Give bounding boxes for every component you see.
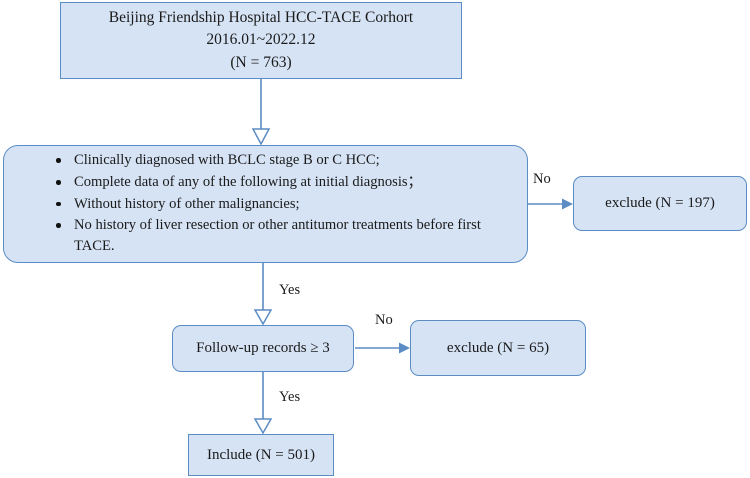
exclude-197-box: exclude (N = 197) [573, 176, 747, 231]
arrowhead-hollow-down-3 [253, 418, 273, 435]
edge-label-yes-criteria: Yes [279, 282, 301, 298]
arrowhead-solid-right-1 [562, 198, 573, 210]
include-box: Include (N = 501) [188, 434, 334, 476]
exclude-65-box: exclude (N = 65) [410, 320, 586, 376]
followup-records-label: Follow-up records ≥ 3 [196, 340, 330, 356]
edge-label-no-criteria: No [533, 171, 551, 187]
arrowhead-hollow-down-1 [251, 128, 271, 146]
criteria-item: Complete data of any of the following at… [54, 172, 513, 193]
cohort-line-3: (N = 763) [230, 53, 292, 71]
cohort-box: Beijing Friendship Hospital HCC-TACE Cor… [60, 2, 462, 79]
cohort-line-2: 2016.01~2022.12 [206, 31, 316, 49]
inclusion-criteria-box: Clinically diagnosed with BCLC stage B o… [3, 145, 528, 263]
exclude-65-label: exclude (N = 65) [446, 339, 550, 356]
edge-label-yes-followup: Yes [279, 389, 301, 405]
exclude-197-label: exclude (N = 197) [605, 195, 715, 211]
include-label: Include (N = 501) [206, 446, 315, 463]
criteria-item: Without history of other malignancies; [54, 194, 513, 215]
cohort-line-1: Beijing Friendship Hospital HCC-TACE Cor… [108, 8, 414, 26]
criteria-list: Clinically diagnosed with BCLC stage B o… [34, 150, 513, 258]
followup-records-box: Follow-up records ≥ 3 [172, 325, 354, 372]
edge-label-no-followup: No [375, 312, 393, 328]
arrowhead-solid-right-2 [399, 342, 410, 354]
criteria-item: No history of liver resection or other a… [54, 215, 513, 256]
criteria-item: Clinically diagnosed with BCLC stage B o… [54, 150, 513, 171]
arrowhead-hollow-down-2 [253, 309, 273, 326]
